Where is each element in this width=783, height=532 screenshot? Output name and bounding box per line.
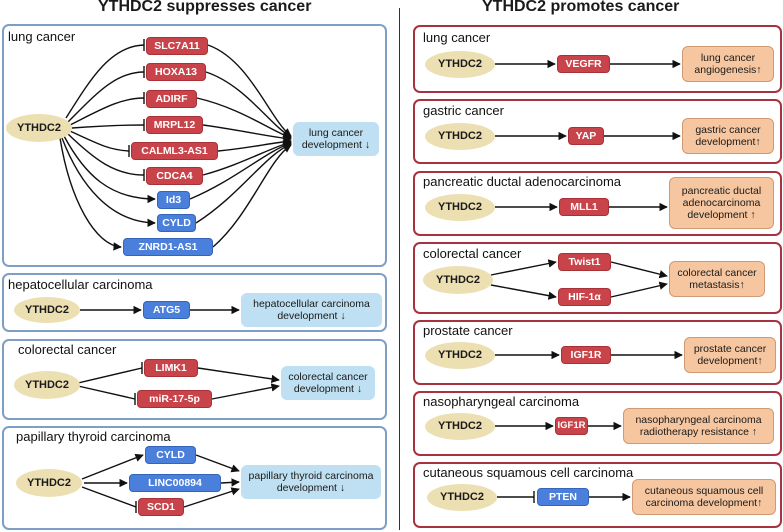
target-mll1: MLL1 <box>559 198 609 216</box>
target-cdca4: CDCA4 <box>146 167 203 185</box>
source-node-ythdc2-ptc: YTHDC2 <box>16 469 82 497</box>
target-limk1: LIMK1 <box>144 359 198 377</box>
target-igf1r-npc: IGF1R <box>555 417 588 435</box>
panel-title-promote-lung: lung cancer <box>423 30 491 45</box>
target-adirf: ADIRF <box>146 90 197 108</box>
source-node-ythdc2-r-prostate: YTHDC2 <box>425 342 495 369</box>
outcome-crc-metastasis: colorectal cancer metastasis↑ <box>669 261 765 297</box>
source-node-ythdc2-r-lung: YTHDC2 <box>425 51 495 78</box>
outcome-npc-resistance: nasopharyngeal carcinoma radiotherapy re… <box>623 408 774 444</box>
panel-title-promote-crc: colorectal cancer <box>423 246 522 261</box>
panel-title-promote-npc: nasopharyngeal carcinoma <box>423 394 580 409</box>
panel-title-suppress-crc: colorectal cancer <box>18 342 117 357</box>
outcome-hcc-development: hepatocellular carcinoma development ↓ <box>241 293 382 327</box>
panel-title-promote-cscc: cutaneous squamous cell carcinoma <box>423 465 634 480</box>
outcome-prostate-development: prostate cancer development↑ <box>684 337 776 373</box>
target-twist1: Twist1 <box>558 253 611 271</box>
panel-title-promote-pdac: pancreatic ductal adenocarcinoma <box>423 174 622 189</box>
source-node-ythdc2-r-npc: YTHDC2 <box>425 413 495 440</box>
panel-title-promote-gastric: gastric cancer <box>423 103 504 118</box>
source-node-ythdc2-crc: YTHDC2 <box>14 371 80 399</box>
target-vegfr: VEGFR <box>557 55 610 73</box>
target-atg5: ATG5 <box>143 301 190 319</box>
heading-suppresses: YTHDC2 suppresses cancer <box>98 0 312 15</box>
heading-promotes: YTHDC2 promotes cancer <box>482 0 680 15</box>
panel-title-suppress-lung: lung cancer <box>8 29 76 44</box>
outcome-ptc-development: papillary thyroid carcinoma development … <box>241 465 381 499</box>
outcome-cscc-development: cutaneous squamous cell carcinoma develo… <box>632 479 776 515</box>
panel-title-promote-prostate: prostate cancer <box>423 323 513 338</box>
target-id3: Id3 <box>157 191 190 209</box>
target-calml3-as1: CALML3-AS1 <box>131 142 218 160</box>
target-cyld: CYLD <box>157 214 196 232</box>
outcome-lung-development: lung cancer development ↓ <box>293 122 379 156</box>
source-node-ythdc2-r-crc: YTHDC2 <box>423 266 493 294</box>
target-linc00894: LINC00894 <box>129 474 221 492</box>
target-cyld-ptc: CYLD <box>145 446 196 464</box>
outcome-gastric-development: gastric cancer development↑ <box>682 118 774 154</box>
source-node-ythdc2-r-gastric: YTHDC2 <box>425 123 495 150</box>
target-hoxa13: HOXA13 <box>146 63 206 81</box>
outcome-crc-development: colorectal cancer development ↓ <box>281 366 375 400</box>
target-hif-1a: HIF-1α <box>558 288 611 306</box>
source-node-ythdc2-r-cscc: YTHDC2 <box>427 484 497 511</box>
target-scd1: SCD1 <box>138 498 184 516</box>
target-yap: YAP <box>568 127 604 145</box>
column-divider <box>399 8 400 530</box>
target-pten: PTEN <box>537 488 589 506</box>
target-slc7a11: SLC7A11 <box>146 37 208 55</box>
source-node-ythdc2: YTHDC2 <box>6 114 72 142</box>
target-znrd1-as1: ZNRD1-AS1 <box>123 238 213 256</box>
panel-title-suppress-ptc: papillary thyroid carcinoma <box>16 429 171 444</box>
source-node-ythdc2-hcc: YTHDC2 <box>14 297 80 323</box>
source-node-ythdc2-r-pdac: YTHDC2 <box>425 194 495 221</box>
outcome-pdac-development: pancreatic ductal adenocarcinoma develop… <box>669 177 774 229</box>
outcome-lung-angiogenesis: lung cancer angiogenesis↑ <box>682 46 774 82</box>
panel-title-suppress-hcc: hepatocellular carcinoma <box>8 277 153 292</box>
target-igf1r-prostate: IGF1R <box>561 346 611 364</box>
target-mrpl12: MRPL12 <box>146 116 203 134</box>
target-mir-17-5p: miR-17-5p <box>137 390 212 408</box>
